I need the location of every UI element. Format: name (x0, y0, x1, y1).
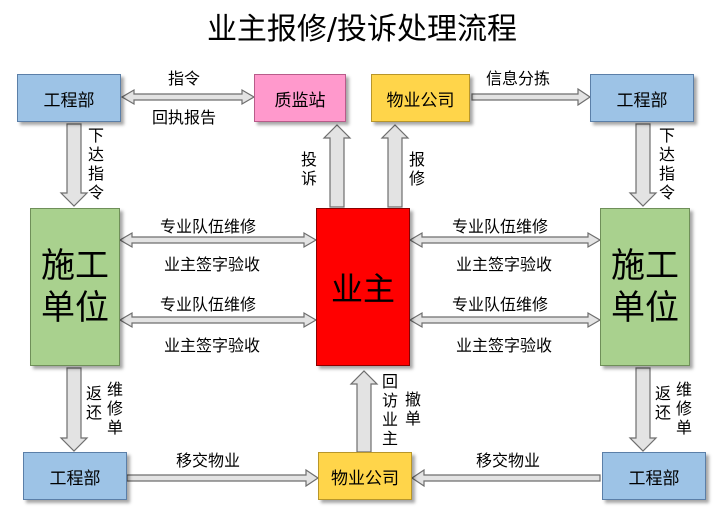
label-pro-repair-right-2: 专业队伍维修 (452, 295, 549, 314)
label-issue-order-left: 下达指令 (87, 126, 104, 202)
node-construction-right-line1: 施工 (611, 245, 679, 286)
label-return-right: 返还 (654, 384, 671, 422)
node-property-company-bottom: 物业公司 (318, 452, 412, 500)
diagram-title: 业主报修/投诉处理流程 (206, 12, 518, 47)
label-owner-sign-left-2: 业主签字验收 (164, 336, 261, 355)
node-engineering-top-left: 工程部 (17, 74, 121, 122)
node-construction-right: 施工 单位 (600, 208, 690, 366)
node-engineering-bottom-left: 工程部 (23, 452, 127, 500)
label-complaint: 投诉 (300, 150, 317, 188)
label-receipt-report: 回执报告 (152, 108, 217, 127)
label-owner-sign-left-1: 业主签字验收 (164, 255, 261, 274)
label-handover-left: 移交物业 (176, 451, 241, 470)
node-construction-left: 施工 单位 (30, 208, 120, 366)
arrow-handover-right (410, 468, 601, 488)
arrow-info-sort (471, 87, 592, 107)
node-construction-right-line2: 单位 (611, 288, 679, 328)
label-return-left: 返还 (85, 384, 102, 422)
label-issue-order-right: 下达指令 (658, 126, 675, 202)
label-pro-repair-left-2: 专业队伍维修 (160, 295, 257, 314)
label-repair-report: 报修 (408, 150, 425, 188)
label-cancel-order: 撤单 (404, 390, 421, 428)
node-engineering-top-right: 工程部 (590, 74, 694, 122)
arrow-instruct (120, 88, 256, 106)
node-construction-left-line2: 单位 (41, 288, 109, 328)
arrow-repair-report (380, 124, 410, 208)
node-construction-left-line1: 施工 (41, 245, 109, 286)
node-engineering-bottom-right: 工程部 (602, 452, 706, 500)
arrow-issue-order-right (628, 123, 658, 207)
node-quality-station: 质监站 (254, 74, 346, 122)
label-info-sort: 信息分拣 (486, 69, 551, 88)
label-revisit-owner: 回访业主 (381, 372, 398, 448)
arrow-return-right (628, 367, 658, 452)
arrow-complaint (322, 124, 352, 208)
label-repair-order-left: 维修单 (106, 380, 123, 437)
arrow-pro-repair-right-bottom (408, 311, 602, 329)
arrow-handover-left (126, 468, 320, 488)
arrow-issue-order-left (59, 123, 89, 207)
label-pro-repair-right-1: 专业队伍维修 (452, 217, 549, 236)
arrow-revisit (349, 370, 379, 453)
label-owner-sign-right-1: 业主签字验收 (456, 255, 553, 274)
arrow-pro-repair-left-bottom (118, 311, 318, 329)
label-pro-repair-left-1: 专业队伍维修 (160, 217, 257, 236)
node-owner: 业主 (316, 208, 410, 366)
label-repair-order-right: 维修单 (675, 380, 692, 437)
label-instruct: 指令 (168, 69, 201, 88)
label-owner-sign-right-2: 业主签字验收 (456, 336, 553, 355)
arrow-return-left (59, 367, 89, 452)
node-property-company-top: 物业公司 (371, 74, 470, 122)
label-handover-right: 移交物业 (476, 451, 541, 470)
